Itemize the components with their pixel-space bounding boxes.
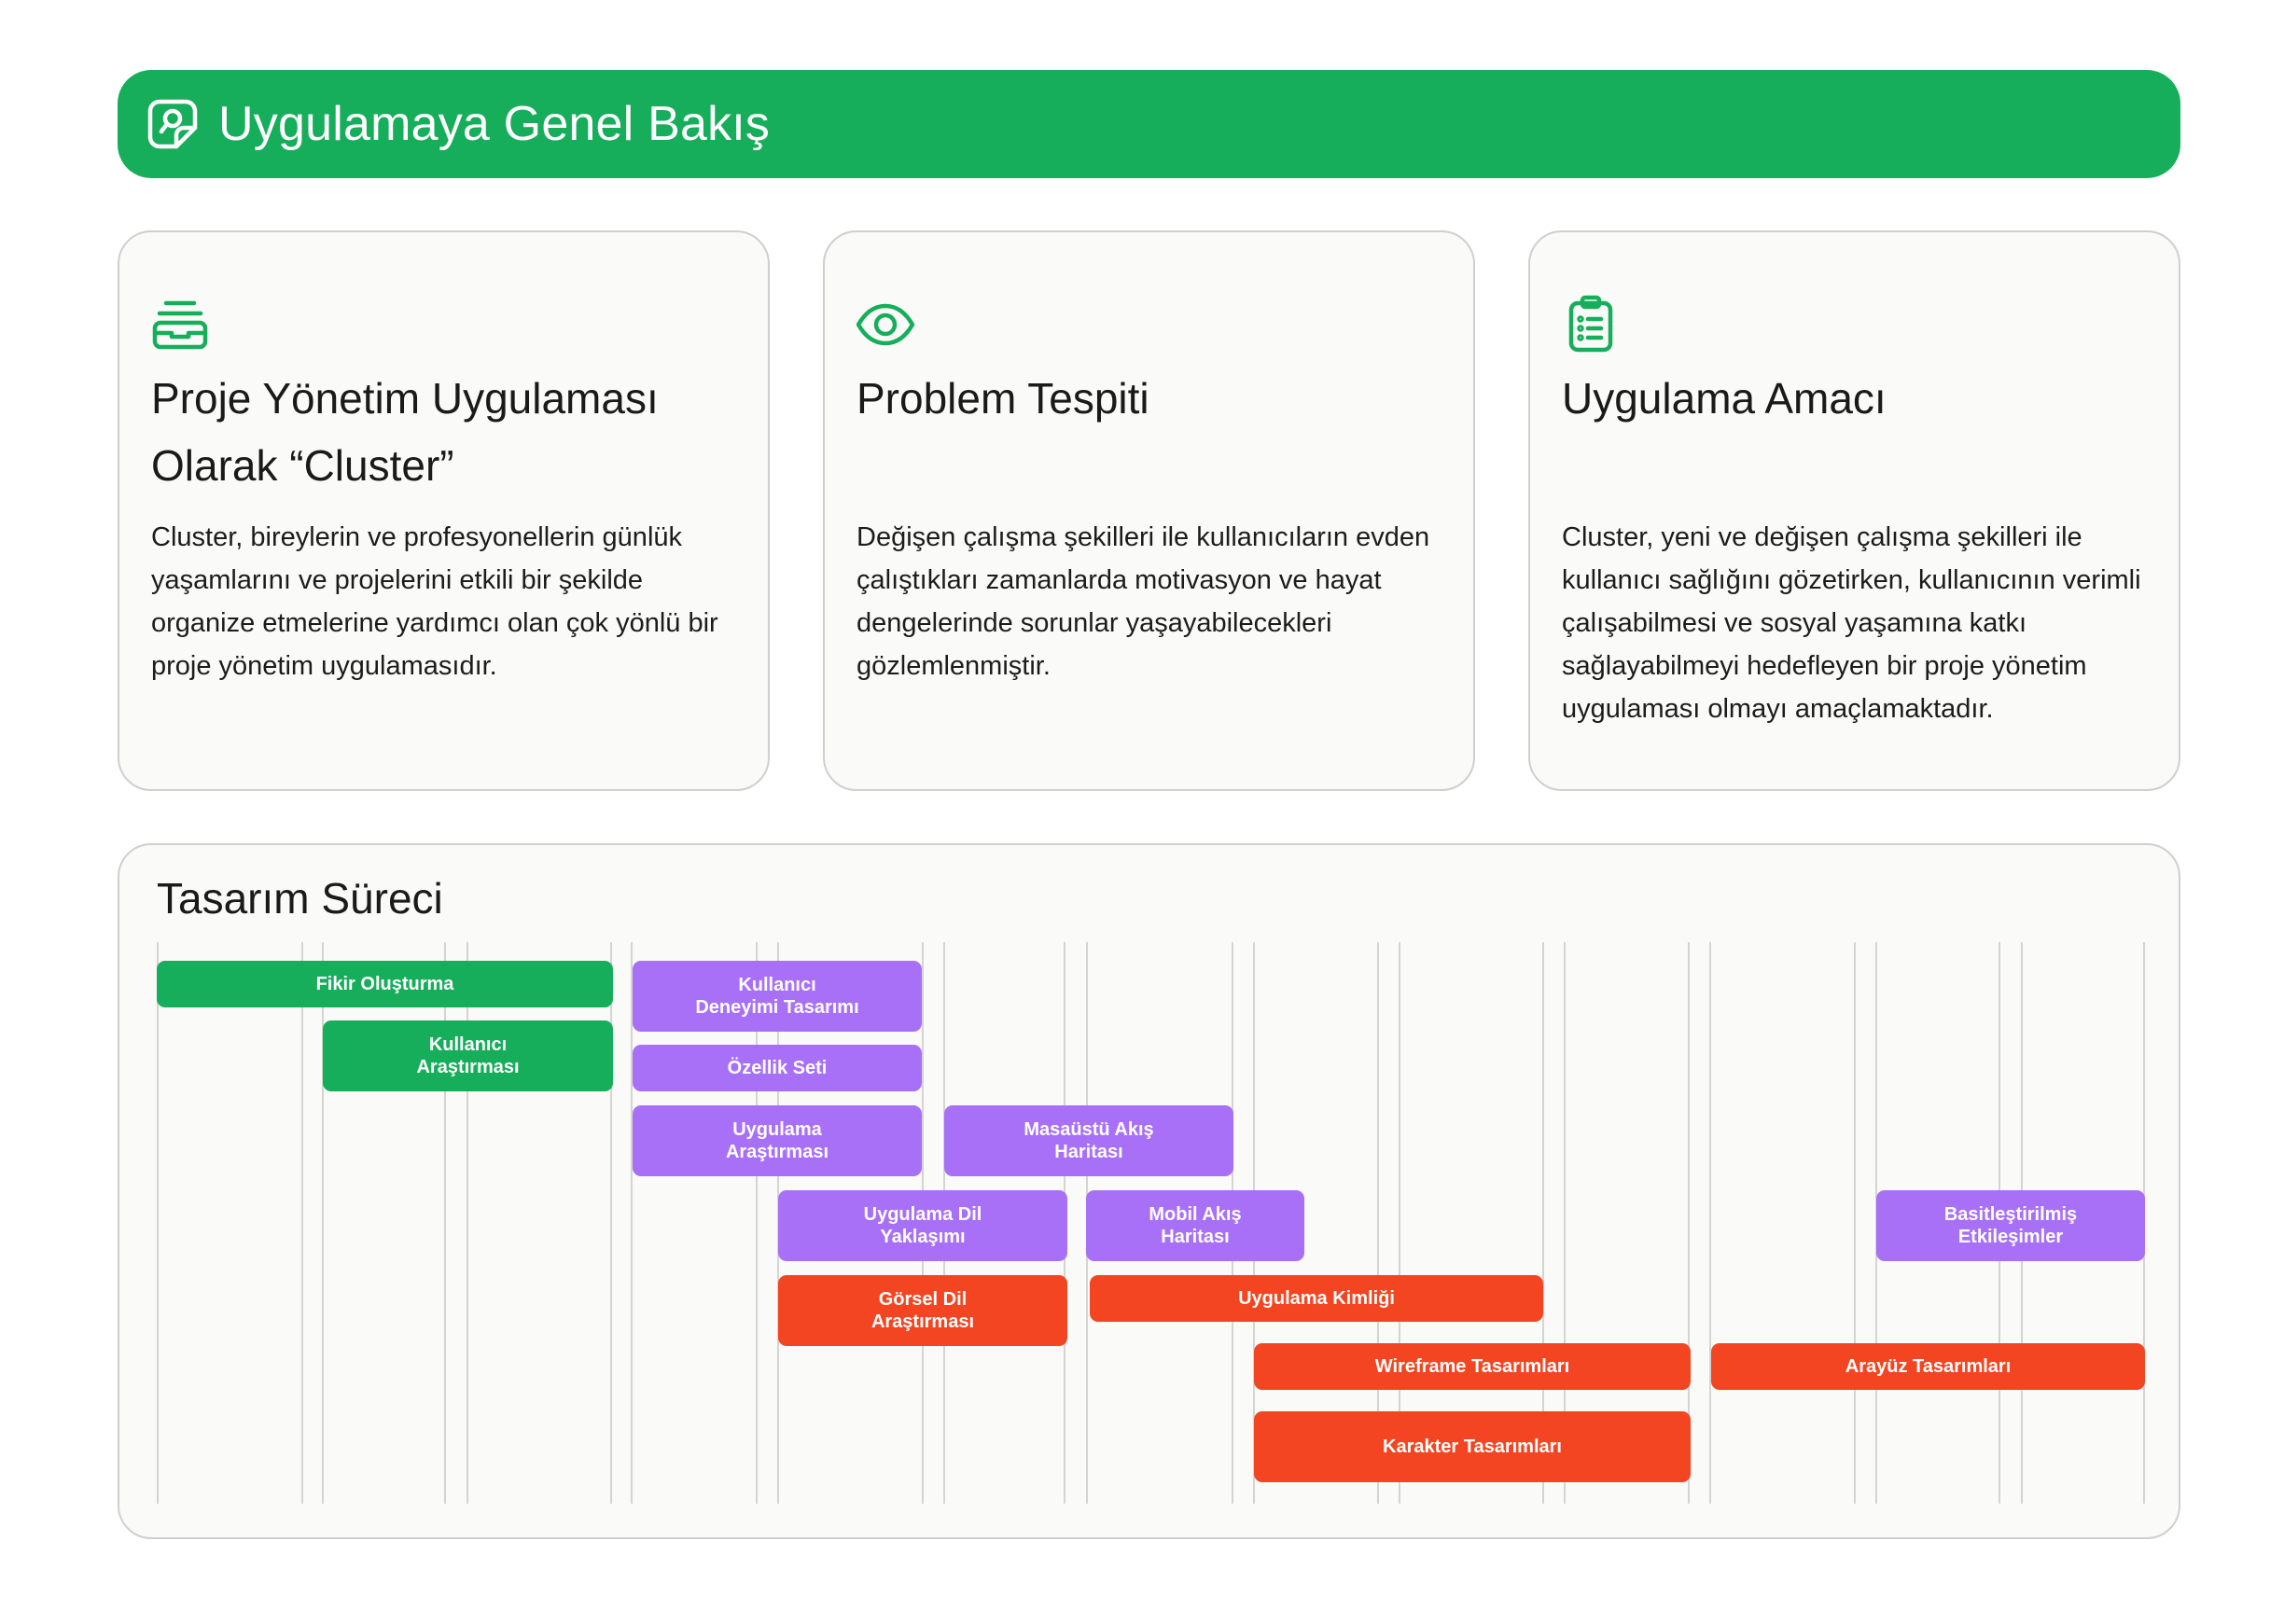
timeline-title: Tasarım Süreci (157, 874, 443, 923)
card-title: Uygulama Amacı (1562, 374, 1887, 423)
card-title: Problem Tespiti (856, 374, 1149, 423)
task-mobil-akis-haritasi: Mobil Akış Haritası (1086, 1190, 1304, 1261)
task-uygulama-kimligi: Uygulama Kimliği (1090, 1275, 1543, 1322)
card-project-management: Proje Yönetim Uygulaması Olarak “Cluster… (118, 230, 770, 791)
task-masaustu-akis-haritasi: Masaüstü Akış Haritası (944, 1105, 1233, 1176)
task-ozellik-seti: Özellik Seti (633, 1045, 922, 1091)
card-title: Proje Yönetim Uygulaması Olarak “Cluster… (151, 374, 659, 490)
grid-line (610, 942, 612, 1504)
card-purpose: Uygulama Amacı Cluster, yeni ve değişen … (1528, 230, 2180, 791)
grid-line (157, 942, 159, 1504)
task-kullanici-arastirmasi: Kullanıcı Araştırması (323, 1020, 613, 1091)
card-body: Cluster, bireylerin ve profesyonellerin … (151, 522, 718, 681)
card-problem: Problem Tespiti Değişen çalışma şekiller… (823, 230, 1475, 791)
grid-line (1377, 942, 1379, 1504)
grid-line (1688, 942, 1690, 1504)
card-body: Değişen çalışma şekilleri ile kullanıcıl… (856, 522, 1430, 681)
task-kullanici-deneyimi-tasarimi: Kullanıcı Deneyimi Tasarımı (633, 961, 922, 1032)
grid-line (1854, 942, 1856, 1504)
task-basitlestirilmis-etkilesimler: Basitleştirilmiş Etkileşimler (1876, 1190, 2145, 1261)
archive-icon (149, 294, 211, 355)
grid-line (322, 942, 324, 1504)
card-body: Cluster, yeni ve değişen çalışma şekille… (1562, 522, 2141, 724)
task-gorsel-dil-arastirmasi: Görsel Dil Araştırması (778, 1275, 1067, 1346)
page-icon (144, 95, 202, 153)
clipboard-list-icon (1560, 294, 1622, 355)
page-title: Uygulamaya Genel Bakış (218, 97, 771, 151)
eye-icon (855, 294, 916, 355)
grid-line (756, 942, 758, 1504)
grid-line (631, 942, 633, 1504)
design-process-timeline: Tasarım Süreci Fikir Oluşturma Kullanıcı… (118, 843, 2180, 1539)
grid-line (1542, 942, 1544, 1504)
task-karakter-tasarimlari: Karakter Tasarımları (1254, 1411, 1691, 1482)
grid-line (1709, 942, 1711, 1504)
task-uygulama-arastirmasi: Uygulama Araştırması (633, 1105, 922, 1176)
task-arayuz-tasarimlari: Arayüz Tasarımları (1711, 1343, 2145, 1390)
task-wireframe-tasarimlari: Wireframe Tasarımları (1254, 1343, 1691, 1390)
section-header: Uygulamaya Genel Bakış (118, 70, 2180, 178)
grid-line (1399, 942, 1400, 1504)
task-fikir-olusturma: Fikir Oluşturma (157, 961, 613, 1007)
grid-line (444, 942, 446, 1504)
grid-line (1564, 942, 1566, 1504)
task-uygulama-dil-yaklasimi: Uygulama Dil Yaklaşımı (778, 1190, 1067, 1261)
grid-line (301, 942, 303, 1504)
grid-line (467, 942, 468, 1504)
